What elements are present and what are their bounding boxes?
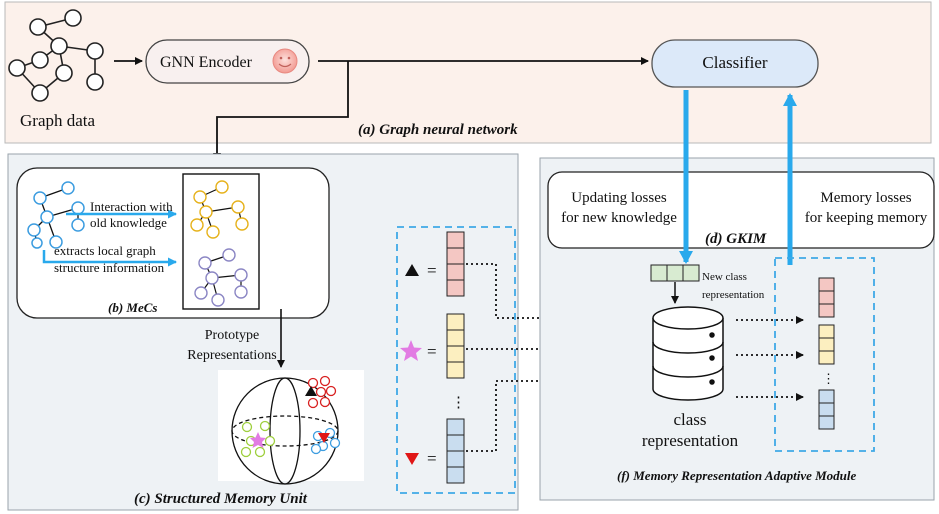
prototype-label-1: Prototype	[205, 328, 259, 343]
purple-prototype-graph	[194, 248, 248, 307]
pink-star-symbol	[400, 340, 422, 361]
equals-1: =	[427, 261, 437, 280]
adaptive-ellipsis: ⋮	[822, 371, 835, 386]
memory-losses-label-2: for keeping memory	[805, 210, 928, 226]
blue-node-cluster	[310, 427, 341, 455]
section-c-caption: (c) Structured Memory Unit	[134, 491, 308, 507]
arrow-encoder-to-mecs	[213, 61, 349, 161]
green-node-cluster	[240, 420, 276, 458]
adaptive-blue-vector	[818, 389, 835, 430]
yellow-prototype-graph	[190, 180, 249, 239]
pink-vector	[446, 231, 465, 297]
graph-data-icon	[8, 9, 104, 102]
updating-losses-label-2: for new knowledge	[561, 210, 677, 226]
updating-losses-label-1: Updating losses	[571, 190, 667, 206]
graph-data-label: Graph data	[20, 111, 96, 130]
blue-vector	[446, 418, 465, 484]
section-a-caption: (a) Graph neural network	[358, 122, 518, 138]
section-d-caption: (d) GKIM	[705, 231, 767, 247]
class-repr-label-2: representation	[642, 431, 739, 450]
extracts-label-1: extracts local graph	[54, 243, 156, 258]
equals-3: =	[427, 449, 437, 468]
extracts-label-2: structure information	[54, 260, 165, 275]
class-database-icon	[652, 306, 724, 401]
extracts-arrow	[42, 250, 177, 267]
smiley-icon	[272, 48, 298, 74]
new-class-vector	[650, 264, 700, 282]
memory-sphere	[231, 377, 339, 485]
adaptive-memory-dashed-box	[774, 257, 875, 452]
vector-ellipsis: ⋮	[451, 395, 466, 411]
interaction-label-1: Interaction with	[90, 199, 173, 214]
equals-2: =	[427, 342, 437, 361]
gnn-encoder-label: GNN Encoder	[160, 54, 253, 71]
db-to-memory-connectors	[736, 316, 804, 401]
memory-losses-label-1: Memory losses	[820, 190, 911, 206]
adaptive-pink-vector	[818, 277, 835, 318]
gnn-encoder-box: GNN Encoder	[145, 39, 310, 84]
interaction-label-2: old knowledge	[90, 215, 167, 230]
sphere-red-triangle	[318, 433, 330, 443]
new-class-label-2: representation	[702, 289, 765, 301]
black-triangle-symbol	[405, 264, 419, 276]
gkim-box	[547, 171, 935, 249]
yellow-vector	[446, 313, 465, 379]
mecs-input-graph	[27, 181, 85, 249]
class-repr-label-1: class	[673, 410, 706, 429]
sphere-pink-star	[250, 432, 266, 448]
memory-sphere-frame	[218, 370, 364, 481]
red-triangle-symbol	[405, 453, 419, 465]
section-f-caption: (f) Memory Representation Adaptive Modul…	[617, 468, 857, 483]
prototype-label-2: Representations	[187, 348, 276, 363]
new-class-label-1: New class	[702, 271, 747, 283]
classifier-box: Classifier	[651, 39, 819, 88]
adaptive-yellow-vector	[818, 324, 835, 365]
red-node-cluster	[307, 375, 337, 409]
sphere-black-triangle	[305, 386, 317, 396]
classifier-label: Classifier	[702, 53, 767, 72]
section-b-caption: (b) MeCs	[108, 300, 157, 315]
